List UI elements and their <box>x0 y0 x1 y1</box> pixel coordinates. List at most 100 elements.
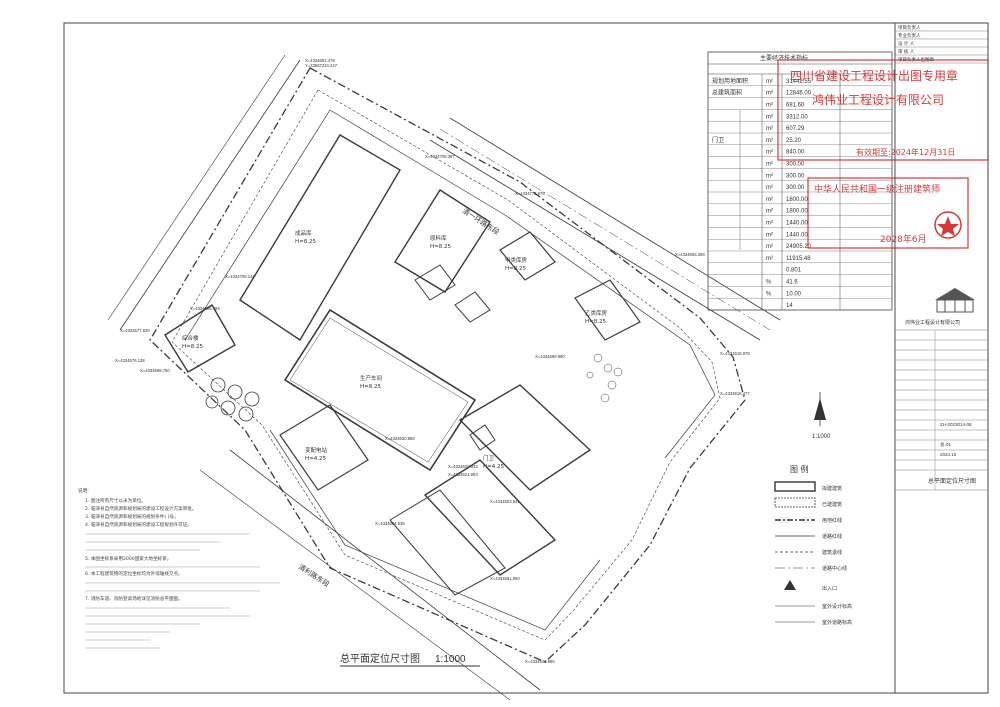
indicator-unit: m² <box>766 197 773 203</box>
building-height-substation: H=4.25 <box>305 456 326 462</box>
notes-title: 说明: <box>78 487 89 494</box>
building-workshop <box>283 308 477 472</box>
indicator-value: 24905.20 <box>786 244 812 250</box>
site-boundary <box>149 67 746 663</box>
svg-text:X=4334708.387: X=4334708.387 <box>425 154 455 159</box>
design-stamp-expiry: 有效期至:2024年12月31日 <box>856 147 955 157</box>
legend-label-setback: 建筑退线 <box>822 549 842 556</box>
indicator-value: 1440.00 <box>786 220 808 226</box>
indicator-value: 681.60 <box>786 102 805 108</box>
building-warehouse-7 <box>389 489 506 596</box>
building-office <box>164 304 236 373</box>
building-height-class-b: H=8.25 <box>585 319 606 325</box>
building-label-raw: 原料库 <box>430 234 447 242</box>
building-height-product: H=8.25 <box>295 239 316 245</box>
building-warehouse-6 <box>423 459 557 576</box>
note-1: 1. 图注所有尺寸以米为单位。 <box>85 497 146 504</box>
legend-label-elev: 室外设计标高 <box>822 603 852 610</box>
titleblock-doc-no: ZH-2023014-08 <box>940 422 972 427</box>
indicator-value: 1800.00 <box>786 197 808 203</box>
road-redline-south-2 <box>199 469 511 701</box>
note-6: 6. 本工程建筑物的定位坐标均为外墙轴线交点。 <box>85 570 183 577</box>
svg-text:X=4334577.630: X=4334577.630 <box>120 328 150 333</box>
svg-text:X=4334549.890: X=4334549.890 <box>525 659 555 664</box>
indicator-value: 14 <box>786 303 793 309</box>
indicator-value: 300.00 <box>786 185 805 191</box>
company-logo-icon <box>935 288 975 313</box>
indicator-value: 11915.48 <box>786 256 811 262</box>
indicator-unit: m² <box>766 220 773 226</box>
svg-text:X=4334668.750: X=4334668.750 <box>140 368 170 373</box>
internal-road <box>329 109 716 459</box>
notes-filler <box>85 533 280 649</box>
svg-text:X=4334693.308: X=4334693.308 <box>675 252 705 257</box>
road-redline-east <box>429 139 761 341</box>
indicator-value: 1440.00 <box>786 232 808 238</box>
sheet-frame <box>63 22 989 694</box>
svg-text:X=4334708.144: X=4334708.144 <box>225 274 255 279</box>
road-name-east: 清一环路东段 <box>461 206 501 236</box>
architect-seal-icon <box>934 211 962 239</box>
indicator-value: 300.00 <box>786 161 805 167</box>
titleblock-date: 2024.10 <box>940 452 957 457</box>
indicator-value: 25.20 <box>786 138 802 144</box>
north-arrow-icon <box>814 392 826 426</box>
design-stamp-title: 四川省建设工程设计出图专用章 <box>790 68 958 83</box>
indicator-unit: m² <box>766 91 773 97</box>
storage-tanks <box>205 377 260 422</box>
indicator-unit: m² <box>766 150 773 156</box>
north-scale: 1:1000 <box>812 434 831 440</box>
building-height-raw: H=8.25 <box>430 244 451 250</box>
titleblock-company: 鸿伟业工程设计有限公司 <box>905 319 960 326</box>
note-2: 2. 临津县自然资源和规划局的建设工程设计方案审批。 <box>85 505 197 512</box>
signature-row-label: 项目负责人出图章 <box>898 56 934 63</box>
building-class-a <box>499 231 556 281</box>
site-plan <box>107 54 781 701</box>
building-label-office: 综合楼 <box>182 334 199 342</box>
building-label-substation: 变配电站 <box>305 446 328 454</box>
setback-line <box>171 89 721 641</box>
legend-label-roadline: 道路红线 <box>822 533 842 540</box>
indicator-value: 300.00 <box>786 173 805 179</box>
indicator-label: 规划用地面积 <box>712 77 748 85</box>
indicator-unit: m² <box>766 232 773 238</box>
building-raw-warehouse <box>394 189 491 293</box>
road-name-south: 清利路东段 <box>297 562 331 589</box>
indicator-unit: m² <box>766 209 773 215</box>
indicator-value: 10.00 <box>786 291 802 297</box>
indicator-value: 3312.00 <box>786 114 808 120</box>
note-5: 5. 本图坐标系采用2000国家大地坐标系。 <box>85 555 171 562</box>
architect-stamp-title: 中华人民共和国一级注册建筑师 <box>814 183 940 195</box>
drawing-scale: 1:1000 <box>435 654 466 665</box>
indicator-unit: m² <box>766 102 773 108</box>
indicator-unit: m² <box>766 114 773 120</box>
svg-text:X=4334689.990: X=4334689.990 <box>535 354 565 359</box>
design-stamp-company: 鸿伟业工程设计有限公司 <box>812 92 944 107</box>
legend: 图 例 拟建建筑 已建建筑 用地红线 道路红线 建筑退线 道路中心线 出入口 室… <box>774 464 852 626</box>
legend-swatch-entrance-icon <box>784 580 796 590</box>
indicator-value: 41.6 <box>786 279 798 285</box>
svg-text:X=4334630.889: X=4334630.889 <box>385 436 415 441</box>
legend-label-centerline: 道路中心线 <box>822 565 847 572</box>
indicator-unit: m² <box>766 244 773 250</box>
architect-stamp-expiry: 2028年6月 <box>880 233 927 245</box>
road-centerline-east <box>439 128 771 331</box>
architect-stamp: 中华人民共和国一级注册建筑师 2028年6月 <box>807 177 969 249</box>
building-label-class-a: 甲类库房 <box>505 256 528 264</box>
signature-row-label: 审 核 人 <box>898 48 915 55</box>
building-labels: 成品库 H=8.25 原料库 H=8.25 综合楼 H=8.25 生产车间 H=… <box>182 229 608 470</box>
internal-road-2 <box>184 109 331 341</box>
svg-text:X=4334775.678: X=4334775.678 <box>515 191 545 196</box>
note-3: 3. 临津县自然资源和规划局的规划条件( )号。 <box>85 513 179 520</box>
svg-text:X=4334616.477: X=4334616.477 <box>720 391 750 396</box>
svg-text:X=4334618.978: X=4334618.978 <box>720 351 750 356</box>
internal-road-3 <box>269 429 601 631</box>
svg-text:X=4334576.138: X=4334576.138 <box>115 358 145 363</box>
signature-row-label: 专业负责人 <box>898 32 921 39</box>
svg-text:X=4334695.794: X=4334695.794 <box>190 306 220 311</box>
building-product-warehouse <box>239 134 401 341</box>
road-redline-west <box>119 59 301 331</box>
indicator-value: 0.801 <box>786 268 802 274</box>
